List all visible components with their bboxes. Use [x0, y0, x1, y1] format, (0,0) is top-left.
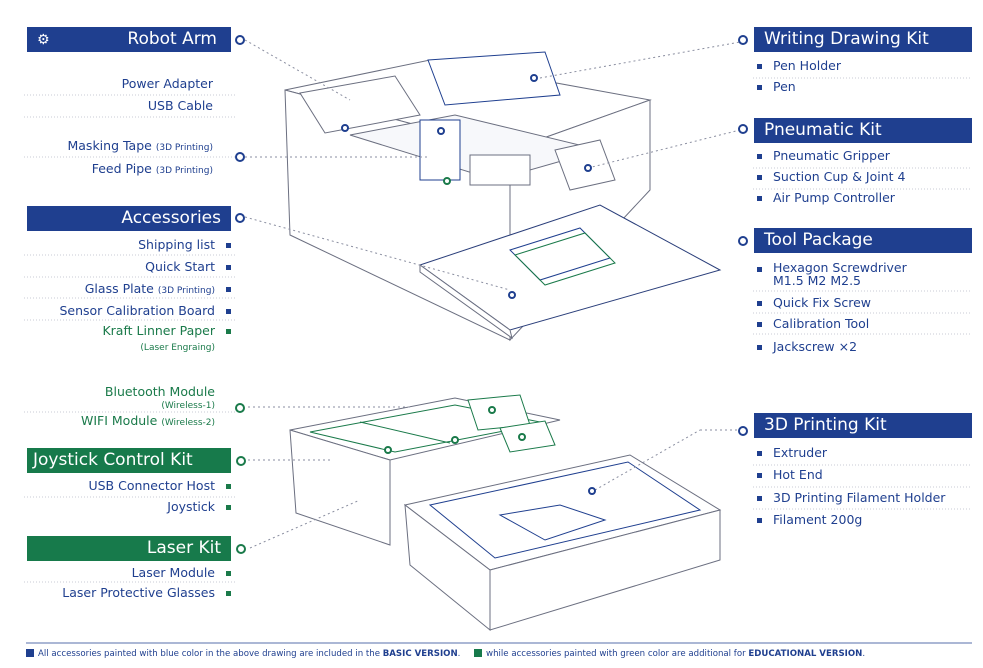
wireless-connector: [235, 403, 245, 413]
writing-connector: [738, 35, 748, 45]
filament-holder-bullet: [757, 496, 762, 501]
usb-host-label: USB Connector Host: [88, 478, 215, 493]
screwdriver-sizes: M1.5 M2 M2.5: [773, 273, 862, 288]
sensor-board-label: Sensor Calibration Board: [59, 303, 215, 318]
sensor-board-bullet: [226, 309, 231, 314]
version-legend: All accessories painted with blue color …: [26, 649, 865, 659]
extruder-bullet: [757, 451, 762, 456]
calibration-label: Calibration Tool: [773, 316, 870, 331]
laser-module-label: Laser Module: [131, 565, 215, 580]
writing-kit-header: Writing Drawing Kit: [754, 27, 972, 52]
pneumatic-connector: [738, 124, 748, 134]
tape-pipe-connector: [235, 152, 245, 162]
tool-connector: [738, 236, 748, 246]
quick-start-label: Quick Start: [145, 259, 215, 274]
laser-module-bullet: [226, 571, 231, 576]
usb-cable-label: USB Cable: [147, 98, 213, 113]
educational-note: while accessories painted with green col…: [486, 649, 749, 659]
blue-swatch: [26, 649, 34, 657]
suction-label: Suction Cup & Joint 4: [773, 169, 906, 184]
tool-package-header: Tool Package: [754, 228, 972, 253]
writing-kit-title: Writing Drawing Kit: [764, 29, 929, 49]
glass-plate-bullet: [226, 287, 231, 292]
printing-connector: [738, 426, 748, 436]
usb-host-bullet: [226, 484, 231, 489]
educational-version-label: EDUCATIONAL VERSION: [748, 649, 863, 659]
pump-bullet: [757, 196, 762, 201]
pneumatic-kit-header: Pneumatic Kit: [754, 118, 972, 143]
laser-connector: [236, 544, 246, 554]
hot-end-label: Hot End: [773, 467, 823, 482]
pneumatic-kit-title: Pneumatic Kit: [764, 120, 882, 140]
joystick-label: Joystick: [167, 499, 215, 514]
wifi-label: WIFI Module (Wireless-2): [81, 413, 215, 428]
laser-glasses-bullet: [226, 591, 231, 596]
printing-kit-title: 3D Printing Kit: [764, 415, 887, 435]
shipping-list-bullet: [226, 243, 231, 248]
bluetooth-label: Bluetooth Module: [104, 384, 215, 399]
bluetooth-note: (Wireless-1): [161, 401, 215, 411]
suction-bullet: [757, 175, 762, 180]
quick-start-bullet: [226, 265, 231, 270]
robot-arm-icon: ⚙: [37, 32, 50, 48]
laser-kit-header: Laser Kit: [27, 536, 231, 561]
gripper-label: Pneumatic Gripper: [773, 148, 890, 163]
printing-kit-header: 3D Printing Kit: [754, 413, 972, 438]
kraft-paper-note: (Laser Engraing): [140, 343, 215, 353]
extruder-label: Extruder: [773, 445, 828, 460]
green-swatch: [474, 649, 483, 657]
quick-fix-label: Quick Fix Screw: [773, 295, 872, 310]
power-adapter-label: Power Adapter: [121, 76, 213, 91]
pen-holder-label: Pen Holder: [773, 58, 841, 73]
hot-end-bullet: [757, 473, 762, 478]
screwdriver-label: Hexagon Screwdriver: [773, 260, 907, 275]
filament-holder-label: 3D Printing Filament Holder: [773, 490, 946, 505]
pen-holder-bullet: [757, 64, 762, 69]
filament-label: Filament 200g: [773, 512, 863, 527]
joystick-bullet: [226, 505, 231, 510]
kraft-paper-label: Kraft Linner Paper: [102, 323, 215, 338]
calibration-bullet: [757, 322, 762, 327]
kraft-paper-bullet: [226, 329, 231, 334]
basic-version-label: BASIC VERSION: [382, 649, 458, 659]
pen-bullet: [757, 85, 762, 90]
accessories-header: Accessories: [27, 206, 231, 231]
robot-arm-connector: [235, 35, 245, 45]
quick-fix-bullet: [757, 301, 762, 306]
robot-arm-header: ⚙ Robot Arm: [27, 27, 231, 52]
pen-label: Pen: [773, 79, 796, 94]
tool-package-title: Tool Package: [764, 230, 873, 250]
accessories-title: Accessories: [121, 208, 221, 228]
screwdriver-bullet: [757, 267, 762, 272]
shipping-list-label: Shipping list: [138, 237, 215, 252]
joystick-kit-title: Joystick Control Kit: [33, 450, 193, 470]
laser-glasses-label: Laser Protective Glasses: [62, 585, 215, 600]
filament-bullet: [757, 518, 762, 523]
basic-note: All accessories painted with blue color …: [38, 649, 383, 659]
pump-label: Air Pump Controller: [773, 190, 895, 205]
laser-kit-title: Laser Kit: [146, 538, 221, 558]
masking-tape-label: Masking Tape (3D Printing): [67, 138, 213, 153]
jackscrew-label: Jackscrew ×2: [773, 339, 858, 354]
accessories-connector: [235, 213, 245, 223]
feed-pipe-label: Feed Pipe (3D Printing): [91, 161, 213, 176]
jackscrew-bullet: [757, 345, 762, 350]
joystick-connector: [236, 456, 246, 466]
joystick-kit-header: Joystick Control Kit: [27, 448, 231, 473]
glass-plate-label: Glass Plate (3D Printing): [84, 281, 215, 296]
gripper-bullet: [757, 154, 762, 159]
robot-arm-title: Robot Arm: [127, 29, 217, 49]
